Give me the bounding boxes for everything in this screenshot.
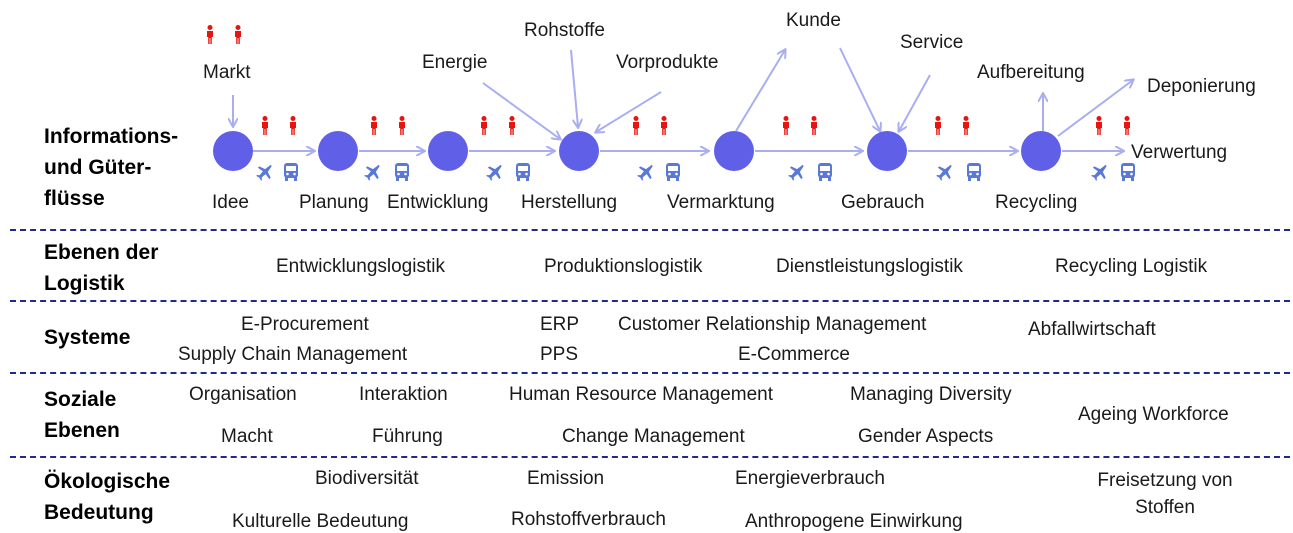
oeko-item: Kulturelle Bedeutung <box>232 511 409 532</box>
flow-heading-line: flüsse <box>44 187 105 210</box>
node-vermarktung <box>714 131 754 171</box>
energie-arrow <box>482 82 560 139</box>
node-gebrauch <box>867 131 907 171</box>
logistik-item: Dienstleistungslogistik <box>776 256 963 277</box>
node-entwicklung <box>428 131 468 171</box>
logistik-item: Entwicklungslogistik <box>276 256 445 277</box>
airplane-icon <box>252 159 1113 185</box>
label-service: Service <box>900 32 964 53</box>
label-deponierung: Deponierung <box>1147 76 1256 97</box>
oeko-item: Anthropogene Einwirkung <box>745 511 963 532</box>
separator-line <box>10 300 1290 302</box>
separator-line <box>10 229 1290 231</box>
node-recycling <box>1021 131 1061 171</box>
node-planung <box>318 131 358 171</box>
label-kunde: Kunde <box>786 10 841 31</box>
sozial-item: Organisation <box>189 384 297 405</box>
flow-heading: Informations- und Güter- flüsse <box>44 121 178 214</box>
stage-label: Idee <box>212 192 249 213</box>
sozial-heading-line: Ebenen <box>44 419 120 442</box>
label-markt: Markt <box>203 62 251 83</box>
stage-label: Vermarktung <box>667 192 775 213</box>
sozial-item: Managing Diversity <box>850 384 1012 405</box>
logistik-heading-line: Ebenen der <box>44 241 159 264</box>
sozial-item: Macht <box>221 426 273 447</box>
systeme-item: Abfallwirtschaft <box>1028 319 1156 340</box>
oeko-heading-line: Ökologische <box>44 470 171 493</box>
oeko-item: Biodiversität <box>315 468 419 489</box>
sozial-heading: Soziale Ebenen <box>44 384 120 446</box>
label-aufbereitung: Aufbereitung <box>977 62 1085 83</box>
systeme-item: E-Procurement <box>241 314 369 335</box>
logistik-heading: Ebenen der Logistik <box>44 237 158 299</box>
label-rohstoffe: Rohstoffe <box>524 20 605 41</box>
systeme-item: Supply Chain Management <box>178 344 408 365</box>
stage-label: Entwicklung <box>387 192 489 213</box>
label-energie: Energie <box>422 52 488 73</box>
bus-icon <box>284 163 1135 181</box>
oeko-item: Emission <box>527 468 605 489</box>
deponierung-arrow <box>1057 80 1133 137</box>
logistik-item: Produktionslogistik <box>544 256 703 277</box>
oeko-item: Freisetzung von <box>1097 470 1233 491</box>
sozial-item: Interaktion <box>359 384 448 405</box>
systeme-item: PPS <box>540 344 579 365</box>
service-arrow <box>899 74 931 131</box>
stage-label: Recycling <box>995 192 1078 213</box>
systeme-item: ERP <box>540 314 580 335</box>
oeko-item: Stoffen <box>1135 497 1195 518</box>
oeko-item: Rohstoffverbrauch <box>511 509 666 530</box>
rohstoffe-arrow <box>570 49 578 127</box>
systeme-item: Customer Relationship Management <box>618 314 927 335</box>
oeko-heading: Ökologische Bedeutung <box>44 466 170 528</box>
logistik-item: Recycling Logistik <box>1055 256 1208 277</box>
label-verwertung: Verwertung <box>1131 142 1228 163</box>
systeme-item: E-Commerce <box>738 344 850 365</box>
oeko-item: Energieverbrauch <box>735 468 885 489</box>
sozial-item: Ageing Workforce <box>1078 404 1229 425</box>
separator-line <box>10 372 1290 374</box>
logistik-heading-line: Logistik <box>44 272 125 295</box>
label-vorprodukte: Vorprodukte <box>616 52 719 73</box>
vorprodukte-arrow <box>596 91 662 132</box>
stage-label: Herstellung <box>521 192 618 213</box>
flow-heading-line: Informations- <box>44 125 179 148</box>
sozial-item: Führung <box>372 426 443 447</box>
sozial-item: Change Management <box>562 426 745 447</box>
node-idee <box>213 131 253 171</box>
kunde-gebrauch-arrow <box>839 47 880 131</box>
sozial-heading-line: Soziale <box>44 388 117 411</box>
separator-line <box>10 456 1290 458</box>
flow-heading-line: und Güter- <box>44 156 152 179</box>
stage-label: Planung <box>299 192 369 213</box>
sozial-item: Gender Aspects <box>858 426 994 447</box>
stage-label: Gebrauch <box>841 192 925 213</box>
kunde-arrow <box>735 50 785 132</box>
systeme-heading: Systeme <box>44 326 131 349</box>
oeko-heading-line: Bedeutung <box>44 501 154 524</box>
sozial-item: Human Resource Management <box>509 384 774 405</box>
node-herstellung <box>559 131 599 171</box>
